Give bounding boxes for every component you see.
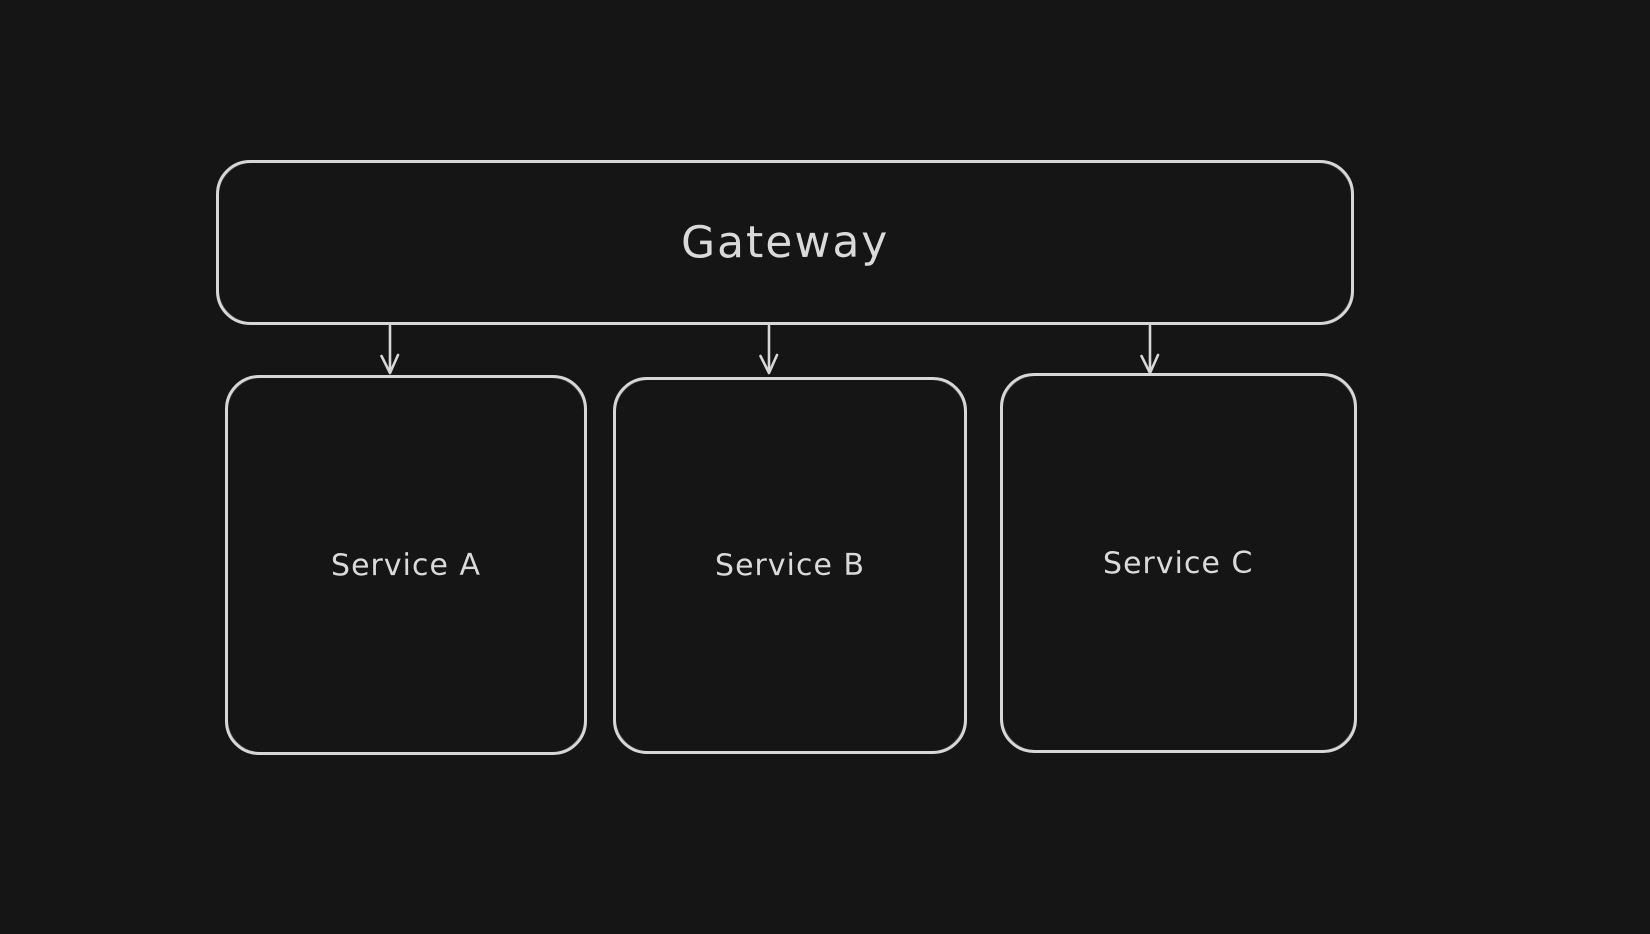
node-service-b-label: Service B (714, 547, 866, 584)
node-gateway: Gateway (216, 160, 1354, 325)
node-gateway-label: Gateway (680, 216, 890, 269)
arrow-gateway-to-service-b-icon (759, 324, 779, 375)
arrow-gateway-to-service-c-icon (1140, 324, 1160, 375)
arrow-gateway-to-service-a-icon (380, 324, 400, 375)
node-service-c-label: Service C (1103, 545, 1254, 581)
node-service-a-label: Service A (330, 547, 482, 583)
node-service-a: Service A (225, 375, 587, 755)
node-service-c: Service C (1000, 373, 1357, 753)
node-service-b: Service B (613, 377, 967, 754)
